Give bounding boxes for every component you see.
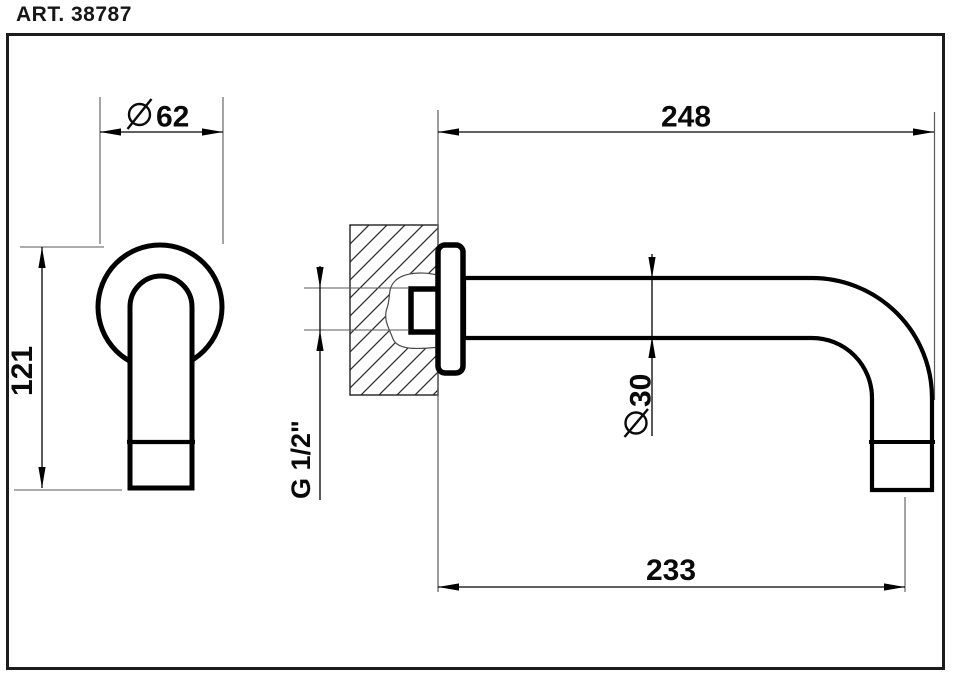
- spout-tube-front: [127, 273, 195, 491]
- arrowhead-down-icon: [316, 267, 324, 288]
- dimension-projection: 233: [438, 497, 906, 592]
- dimension-thread: G 1/2": [286, 266, 409, 500]
- diameter-icon: [126, 98, 153, 130]
- diameter-icon: [623, 408, 649, 438]
- page-title: ART. 38787: [16, 3, 132, 26]
- dimension-flange-diameter: 62: [99, 97, 224, 244]
- dimension-height: 121: [6, 246, 122, 491]
- thread-label: G 1/2": [286, 420, 316, 499]
- front-view: [95, 242, 225, 491]
- arrowhead-right-icon: [913, 128, 934, 136]
- wall-flange-side: [435, 242, 466, 376]
- extension-lines: [14, 246, 122, 491]
- extension-lines: [99, 97, 224, 244]
- arrowhead-up-icon: [316, 330, 324, 351]
- dimension-spout-diameter: 30: [623, 254, 658, 438]
- projection-value: 233: [646, 554, 696, 587]
- arrowhead-left-icon: [438, 128, 459, 136]
- arrowhead-right-icon: [202, 128, 223, 136]
- arrowhead-left-icon: [100, 128, 121, 136]
- spout-body: [461, 275, 935, 493]
- height-value: 121: [6, 346, 39, 396]
- spout-diameter-value: 30: [625, 374, 658, 407]
- dimension-reach: 248: [438, 101, 934, 136]
- arrowhead-down-icon: [38, 467, 46, 488]
- side-view: [349, 110, 936, 592]
- flange-diameter-value: 62: [156, 101, 189, 134]
- arrowhead-down-icon: [648, 257, 656, 278]
- arrowhead-left-icon: [438, 583, 459, 591]
- extension-lines: [304, 287, 409, 331]
- reach-value: 248: [661, 101, 711, 134]
- arrowhead-right-icon: [884, 583, 905, 591]
- arrowhead-up-icon: [648, 337, 656, 358]
- arrowhead-up-icon: [38, 247, 46, 268]
- drawing-frame: [6, 33, 945, 670]
